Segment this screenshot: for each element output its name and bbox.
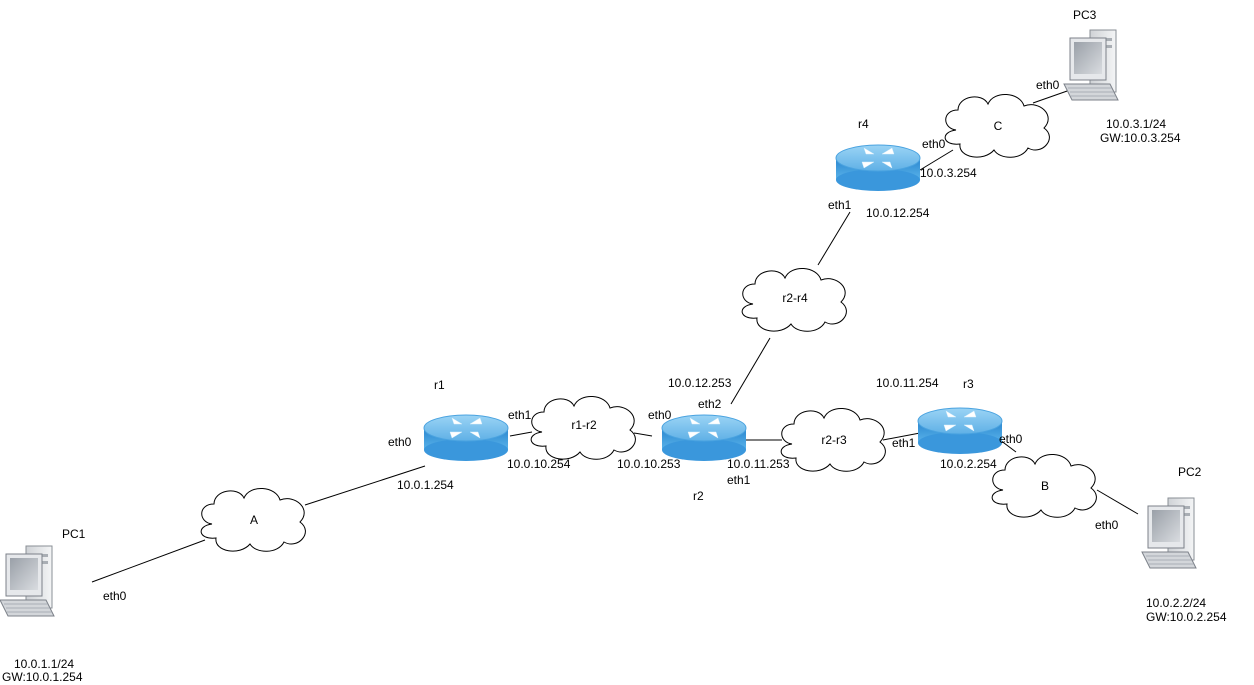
r1-eth1-ip: 10.0.10.254: [507, 457, 571, 471]
r2-name: r2: [693, 489, 704, 503]
r2-eth0-ip: 10.0.10.253: [617, 457, 681, 471]
r2-eth1-ip: 10.0.11.253: [727, 457, 790, 471]
pc3-iface: eth0: [1036, 78, 1060, 92]
pc2-name: PC2: [1178, 465, 1202, 479]
link-a-r1: [304, 465, 426, 506]
pc3-gw: GW:10.0.3.254: [1100, 131, 1181, 145]
pc1-gw: GW:10.0.1.254: [2, 670, 83, 684]
r2-eth0-label: eth0: [648, 408, 672, 422]
pc1-name: PC1: [62, 527, 86, 541]
r3-eth1-label: eth1: [892, 436, 916, 450]
link-pc1-a: [91, 539, 206, 583]
link-b-pc2: [1096, 489, 1139, 515]
pc2-gw: GW:10.0.2.254: [1146, 610, 1227, 624]
link-r2r3-r3: [882, 432, 921, 441]
network-label-r1-r2: r1-r2: [571, 418, 597, 432]
router-r4-icon[interactable]: [835, 144, 921, 192]
pc2-ip: 10.0.2.2/24: [1146, 596, 1207, 610]
pc2-icon[interactable]: [1141, 497, 1197, 569]
pc2-iface: eth0: [1095, 518, 1119, 532]
links: [91, 89, 1139, 583]
r4-name: r4: [858, 117, 869, 131]
r1-name: r1: [434, 378, 445, 392]
r2-eth2-ip: 10.0.12.253: [668, 376, 732, 390]
r4-eth0-label: eth0: [922, 137, 946, 151]
pc3-ip: 10.0.3.1/24: [1106, 117, 1167, 131]
network-label-a: A: [249, 513, 259, 527]
r1-eth0-ip: 10.0.1.254: [397, 478, 454, 492]
r4-eth1-label: eth1: [828, 198, 852, 212]
r3-name: r3: [963, 377, 974, 391]
router-r3-icon[interactable]: [917, 407, 1003, 455]
r1-eth0-label: eth0: [388, 435, 412, 449]
r4-eth1-ip: 10.0.12.254: [866, 206, 930, 220]
r2-eth2-label: eth2: [698, 397, 722, 411]
link-c-pc3: [1032, 89, 1071, 104]
link-r2-r2r4: [730, 337, 771, 405]
r4-eth0-ip: 10.0.3.254: [920, 166, 977, 180]
r2-eth1-label: eth1: [727, 473, 751, 487]
link-r1-r1r2: [509, 431, 533, 437]
pc1-ip: 10.0.1.1/24: [14, 657, 75, 671]
link-r4-c: [919, 149, 954, 171]
network-label-r2-r4: r2-r4: [782, 291, 808, 305]
r1-eth1-label: eth1: [508, 408, 532, 422]
r3-eth1-ip: 10.0.11.254: [876, 376, 939, 390]
link-r2r4-r4: [817, 211, 851, 266]
pc3-name: PC3: [1073, 8, 1097, 22]
link-r1r2-r2: [633, 432, 653, 437]
pc3-icon[interactable]: [1063, 29, 1119, 101]
r3-eth0-ip: 10.0.2.254: [940, 457, 997, 471]
pc1-iface: eth0: [103, 589, 127, 603]
pc1-icon[interactable]: [0, 545, 55, 617]
r3-eth0-label: eth0: [999, 432, 1023, 446]
router-r1-icon[interactable]: [423, 414, 509, 462]
network-label-b: B: [1040, 479, 1050, 493]
link-r3-b: [999, 439, 1017, 453]
router-r2-icon[interactable]: [661, 414, 747, 462]
network-label-c: C: [993, 119, 1003, 133]
network-label-r2-r3: r2-r3: [821, 433, 847, 447]
